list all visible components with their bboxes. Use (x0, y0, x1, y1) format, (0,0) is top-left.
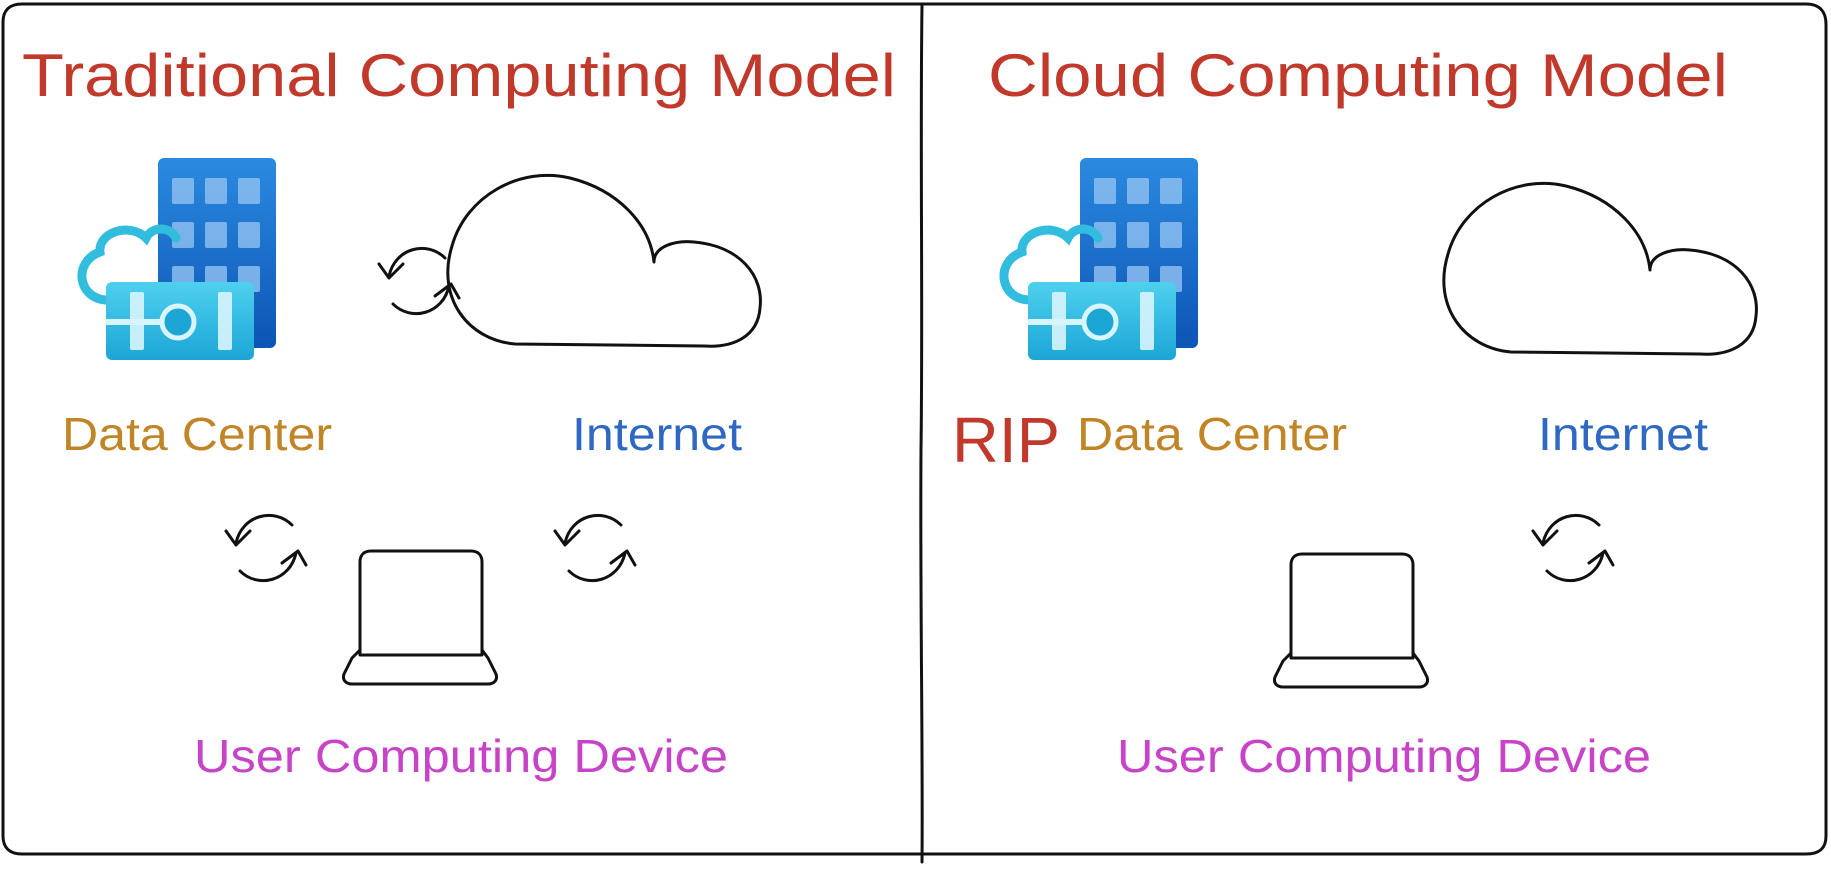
rip-label: RIP (952, 404, 1060, 476)
laptop-icon (341, 549, 499, 686)
internet-label: Internet (572, 408, 742, 460)
cloud-icon (446, 173, 762, 348)
device-label: User Computing Device (194, 730, 728, 782)
cloud-icon (1442, 181, 1758, 356)
sync-icon (553, 513, 637, 583)
traditional-title: Traditional Computing Model (22, 42, 896, 109)
sync-icon (1531, 513, 1615, 583)
sync-icon (224, 513, 308, 583)
laptop-icon (1272, 552, 1430, 689)
outer-frame (1, 2, 1828, 856)
panel-divider (919, 4, 924, 864)
data-center-label: Data Center (1077, 408, 1347, 460)
data-center-icon (1004, 158, 1198, 360)
data-center-icon (82, 158, 276, 360)
cloud-title: Cloud Computing Model (988, 42, 1728, 109)
device-label: User Computing Device (1117, 730, 1651, 782)
internet-label: Internet (1538, 408, 1708, 460)
data-center-label: Data Center (62, 408, 332, 460)
